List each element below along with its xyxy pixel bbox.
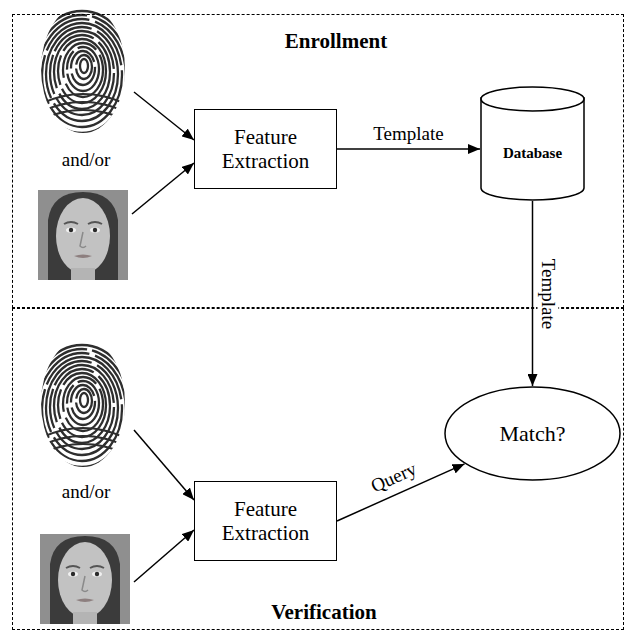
process-box: Feature Extraction: [194, 481, 337, 561]
face-image: [40, 534, 130, 624]
connector-arrow: [337, 148, 480, 150]
cylinder-outline: [480, 86, 585, 201]
node-content: Feature Extraction: [195, 482, 336, 560]
input-arrows: [132, 92, 194, 582]
node-label: Match?: [500, 421, 566, 446]
and-or-label: and/or: [62, 481, 111, 503]
node-content: Match?: [444, 386, 621, 481]
node-label: Feature Extraction: [203, 125, 328, 173]
node-label: Database: [503, 145, 562, 162]
input-arrow: [132, 163, 194, 214]
database-cylinder: Database: [480, 86, 585, 201]
cylinder-body: [481, 98, 584, 200]
process-box: Feature Extraction: [194, 109, 337, 189]
edge-label: Template: [371, 123, 445, 144]
node-content: Feature Extraction: [195, 110, 336, 188]
fingerprint-image: [30, 11, 134, 145]
fingerprint-image: [30, 345, 134, 479]
node-label: Feature Extraction: [203, 497, 328, 545]
connector-arrow: [337, 464, 465, 521]
region-heading: Verification: [271, 600, 376, 625]
and-or-label: and/or: [62, 149, 111, 171]
edge-label: Query: [367, 458, 423, 498]
input-arrow: [134, 92, 194, 140]
connector-arrow: [532, 201, 534, 386]
input-arrow: [134, 530, 194, 582]
input-arrow: [134, 430, 194, 500]
cylinder-cap: [481, 87, 584, 111]
node-content: Database: [480, 86, 585, 201]
edge-label: Template: [538, 256, 559, 330]
ellipse-shape: [445, 387, 620, 480]
region-heading: Enrollment: [285, 29, 387, 54]
verification-region: Verification Feature Extraction Match?: [12, 308, 624, 630]
match-ellipse: Match?: [444, 386, 621, 481]
face-image: [38, 190, 128, 280]
